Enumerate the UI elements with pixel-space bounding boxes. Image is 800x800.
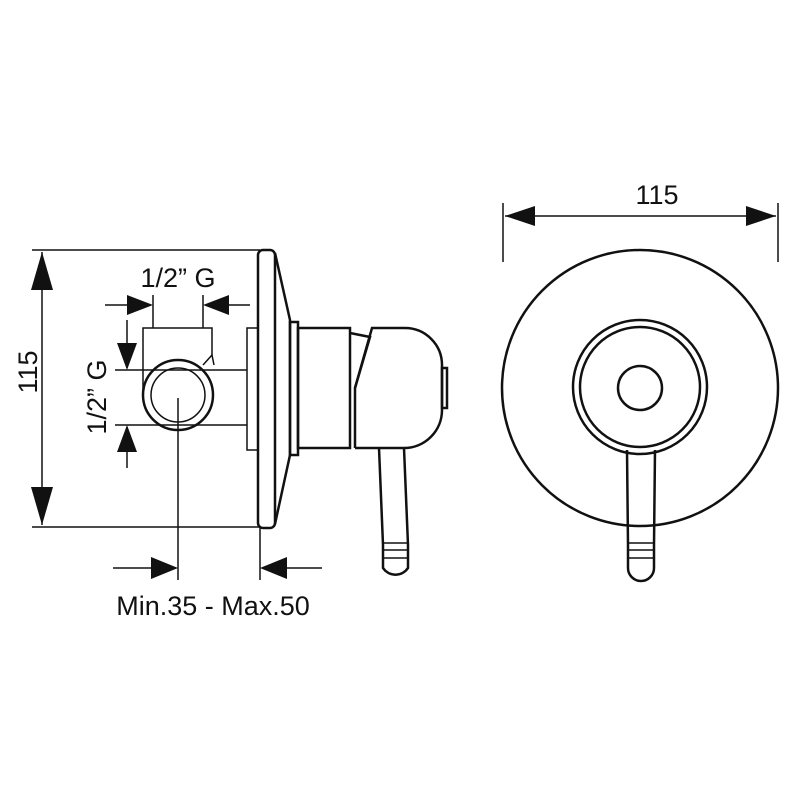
- depth-range-label: Min.35 - Max.50: [116, 591, 310, 621]
- thread-horizontal-label: 1/2” G: [140, 263, 215, 293]
- diameter-dimension-label: 115: [635, 180, 678, 210]
- lever-head: [353, 326, 444, 450]
- lever-ring-outer: [571, 318, 709, 456]
- thread-vertical-arrows: [117, 343, 137, 452]
- depth-arrows: [151, 557, 287, 579]
- front-lever-handle: [625, 449, 657, 583]
- height-dimension-label: 115: [13, 350, 43, 393]
- thread-vertical-label: 1/2” G: [82, 359, 112, 434]
- fitting-body: [142, 327, 213, 395]
- lever-ring-inner: [578, 325, 702, 449]
- lever-handle: [377, 447, 410, 576]
- side-view: 115 1/2” G 1/2” G: [13, 248, 449, 621]
- wall-plate: [256, 248, 277, 530]
- front-view: 115: [500, 180, 780, 583]
- wall-block: [246, 327, 259, 451]
- cover-plate: [500, 248, 780, 528]
- thread-horizontal-arrows: [127, 295, 229, 315]
- lever-cap: [440, 366, 449, 410]
- diameter-arrows: [505, 206, 776, 226]
- center-cap: [616, 364, 664, 412]
- valve-body: [296, 326, 352, 450]
